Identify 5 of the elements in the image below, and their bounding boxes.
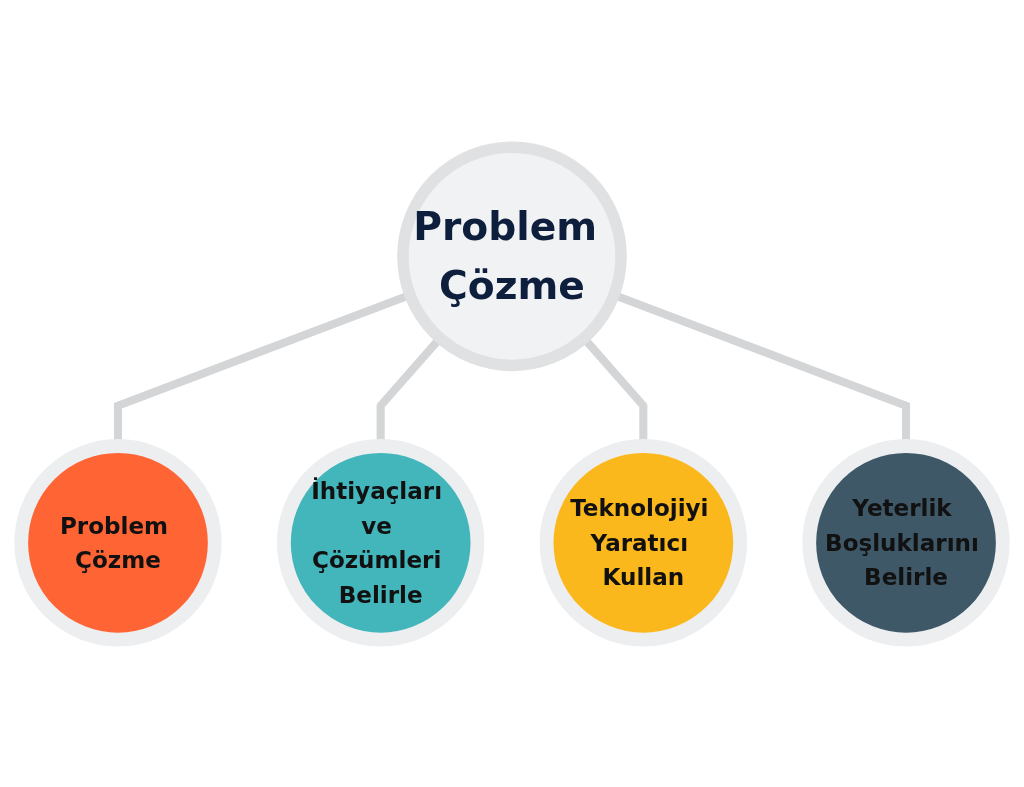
node-circle: Yeterlik Boşluklarını Belirle <box>802 439 1010 647</box>
node-circle: İhtiyaçları ve Çözümleri Belirle <box>276 439 485 647</box>
node-circle: Teknolojiyi Yaratıcı Kullan <box>539 439 747 647</box>
node-circle: Problem Çözme <box>397 141 627 372</box>
node-circle: Problem Çözme <box>14 439 222 647</box>
